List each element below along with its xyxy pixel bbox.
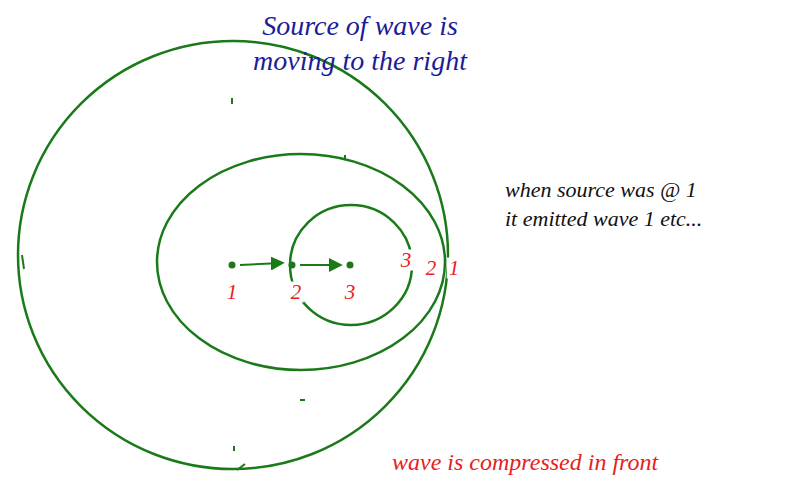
source-dot: [347, 262, 354, 269]
wave-front: [290, 205, 412, 325]
callout-number: 3: [343, 282, 358, 303]
source-dot: [289, 262, 296, 269]
callout-number: 2: [289, 282, 304, 303]
callout-number: 3: [399, 250, 414, 271]
note-text: when source was @ 1 it emitted wave 1 et…: [505, 176, 710, 233]
caption: wave is compressed in front: [392, 448, 658, 477]
sketch-tick: [22, 98, 345, 470]
motion-arrow: [300, 264, 340, 266]
heading: Source of wave is moving to the right: [225, 8, 495, 78]
source-dot: [229, 262, 236, 269]
callout-number: 1: [225, 282, 240, 303]
motion-arrow: [240, 263, 282, 265]
wave-front: [18, 41, 448, 469]
callout-number: 2: [424, 258, 439, 279]
callout-number: 1: [447, 258, 462, 279]
wave-front: [157, 154, 445, 370]
